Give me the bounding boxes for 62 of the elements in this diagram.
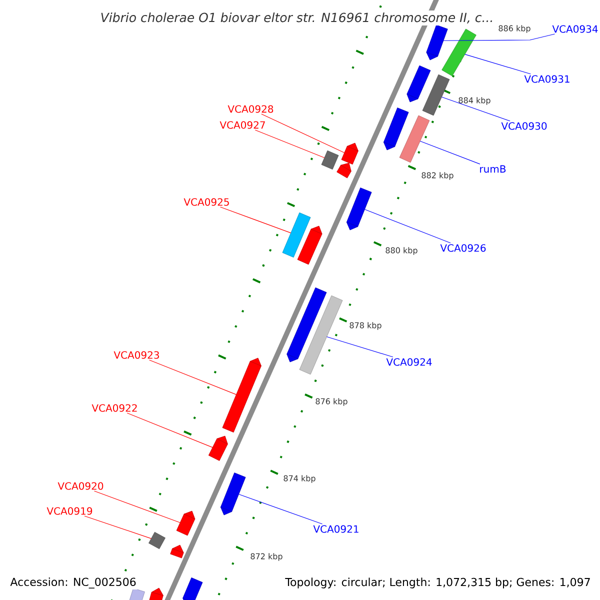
gene-bar	[297, 226, 322, 265]
tick-label: 882 kbp	[422, 172, 454, 180]
gene-bar	[422, 74, 450, 116]
gene-label: VCA0924	[386, 358, 432, 366]
gene-bar	[282, 212, 311, 258]
tick-label: 872 kbp	[250, 553, 282, 561]
gene-bar	[170, 544, 184, 558]
leader-line	[238, 494, 323, 524]
gene-label: VCA0931	[524, 75, 570, 83]
gene-label: VCA0920	[58, 482, 104, 490]
tick-label: 876 kbp	[316, 398, 348, 406]
leader-line	[443, 34, 556, 41]
leader-line	[254, 130, 325, 158]
gene-bar	[148, 588, 164, 600]
topology-text: Topology: circular; Length: 1,072,315 bp; Genes: 1,097	[284, 576, 592, 590]
leader-line	[441, 96, 510, 122]
gene-bar	[346, 188, 372, 230]
leader-line	[326, 336, 394, 358]
gene-label: VCA0919	[46, 507, 92, 515]
gene-bar	[222, 358, 262, 433]
gene-bar	[406, 65, 431, 102]
tick-label: 878 kbp	[350, 322, 382, 330]
title: Vibrio cholerae O1 biovar eltor str. N16961 chromosome II, c...	[98, 10, 496, 26]
tick-label: 884 kbp	[458, 97, 490, 105]
leader-line	[126, 412, 213, 448]
gene-bar	[176, 510, 196, 536]
accession-text: Accession: NC_002506	[9, 576, 138, 590]
tick-label: 880 kbp	[386, 247, 418, 255]
gene-bar	[220, 472, 246, 516]
gene-label: VCA0921	[313, 525, 358, 533]
gene-bar	[399, 115, 430, 163]
gene-bar	[336, 162, 352, 178]
gene-label: rumB	[480, 165, 506, 173]
gene-bar	[299, 295, 343, 375]
leader-line	[84, 516, 152, 539]
leader-line	[364, 209, 451, 244]
gene-bar	[442, 28, 476, 76]
gene-bar	[128, 588, 145, 600]
gene-bar	[208, 436, 228, 461]
gene-bar	[148, 532, 166, 550]
leader-line	[464, 54, 531, 74]
gene-label: VCA0934	[552, 25, 598, 33]
gene-label: VCA0930	[501, 122, 547, 130]
tick-label: 886 kbp	[498, 25, 530, 33]
gene-label: VCA0922	[92, 404, 137, 412]
gene-label: VCA0928	[228, 105, 274, 113]
gene-label: VCA0925	[184, 198, 229, 206]
leader-line	[220, 206, 292, 234]
gene-label: VCA0923	[114, 351, 159, 359]
leader-line	[261, 114, 345, 154]
leader-line	[94, 490, 180, 523]
gene-bar	[321, 150, 339, 170]
gene-bar	[286, 287, 327, 362]
gene-bar	[182, 577, 203, 600]
gene-bar	[341, 142, 358, 165]
gene-label: VCA0927	[220, 121, 265, 129]
gene-bar	[383, 108, 409, 150]
tick-label: 874 kbp	[284, 475, 316, 483]
leader-line	[420, 140, 480, 164]
gene-label: VCA0926	[440, 244, 486, 252]
leader-line	[148, 360, 237, 395]
gene-bar	[426, 24, 448, 60]
